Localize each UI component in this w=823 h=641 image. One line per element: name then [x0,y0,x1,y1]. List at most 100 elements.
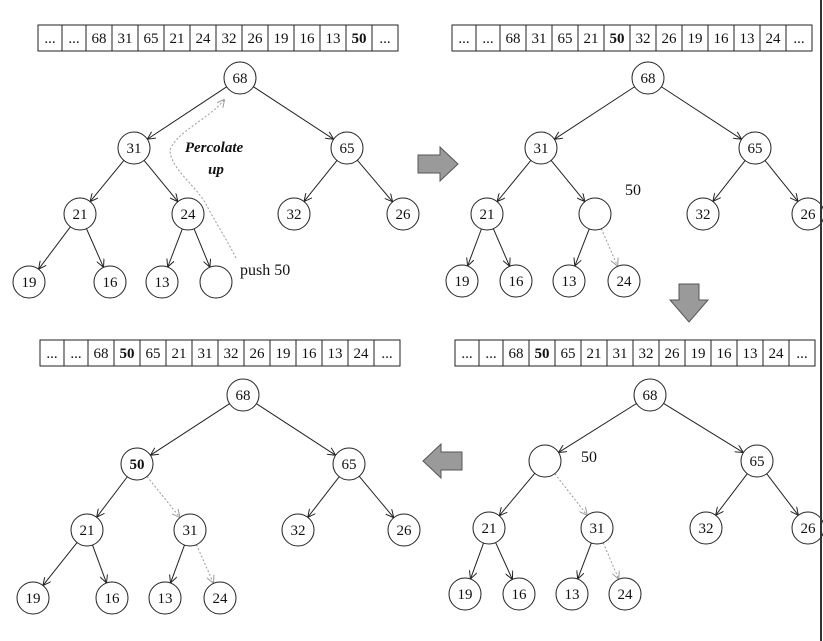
array-cell-value: 68 [94,346,109,362]
tree-node-value: 19 [26,591,41,607]
tree-edges [44,403,394,585]
tree-edge [86,228,103,267]
array-cell-value: ... [44,31,55,47]
tree-node [686,197,720,231]
array-cell-value: 50 [120,346,135,362]
tree-node [148,581,182,615]
tree-edge [253,86,332,139]
tree-edge [91,160,125,200]
tree-node [552,264,586,298]
tree-node-value: 32 [696,207,711,223]
arrow-right [417,145,459,183]
array-cell-value: 19 [274,31,289,47]
tree-edge-dashed [602,542,618,579]
array-cell [451,24,477,52]
tree-edge [143,160,177,200]
array-cell-value: 13 [328,346,343,362]
array-cell-value: ... [796,346,807,362]
tree-node-value: 65 [340,141,355,157]
tree-node-value: 13 [565,587,580,603]
tree-edges [468,86,797,266]
tree-edge [550,160,584,200]
pending-value-label: 50 [625,182,641,199]
arrow-down [668,283,710,323]
tree-node-value: 24 [618,587,634,603]
array-cell-value: 31 [532,31,547,47]
tree-node-value: 16 [509,274,525,290]
tree-node-value: 16 [512,587,528,603]
tree-edge [151,403,230,455]
tree-node [93,265,127,299]
tree-node [203,581,237,615]
array-cell [165,339,193,367]
array-cell-value: ... [379,31,390,47]
tree-edge [308,476,340,517]
tree-node-value: 26 [396,207,412,223]
tree-node-value: 68 [233,71,248,87]
tree-edge-dashed [196,544,213,583]
array-cell [319,24,347,52]
array-cell [215,24,243,52]
array-cell-value: 50 [610,31,625,47]
array-cell [655,24,683,52]
tree-node [555,577,589,611]
array-cell-value: ... [46,346,57,362]
tree-edge [578,542,592,578]
tree-edge [148,86,227,139]
tree-edge-dashed [146,476,179,516]
array-cell [139,339,167,367]
tree-node [120,447,154,481]
array-cell-value: 32 [222,31,237,47]
array-cell [759,24,787,52]
array-cell [788,339,816,367]
tree-node [738,131,772,165]
array-cell-value: ... [793,31,804,47]
array-cell [707,24,735,52]
array-cell [243,339,271,367]
array-cell [61,24,87,52]
tree-node [608,577,642,611]
tree-edge [500,472,536,515]
array-cell-value: 21 [170,31,185,47]
array-cell-value: 13 [326,31,341,47]
tree-node [330,131,364,165]
tree-edge [44,542,78,585]
tree-node [70,513,104,547]
array-cell-value: 32 [224,346,239,362]
array-cell-value: 21 [584,31,599,47]
array-cell-value: 16 [302,346,318,362]
array-cell [658,339,686,367]
tree-edge [168,228,183,266]
tree-node [791,511,823,545]
tree-node [226,378,260,412]
array-cell [554,339,582,367]
tree-edge-dashed [600,228,617,266]
array-cell [163,24,191,52]
tree-node-hole [528,444,562,478]
tree-node-hole [578,197,612,231]
array-cell-value: 31 [118,31,133,47]
tree-node-value: 65 [748,141,763,157]
tree-node [791,197,823,231]
array-cell-value: 31 [198,346,213,362]
tree-node-value: 65 [342,457,357,473]
array-cell-value: 65 [146,346,161,362]
tree-node [502,577,536,611]
tree-node [499,264,533,298]
array-cell [87,339,115,367]
tree-edge [256,403,334,455]
tree-node-value: 32 [291,523,306,539]
array-cell [577,24,605,52]
tree-node [689,511,723,545]
tree-node [173,513,207,547]
tree-edges [471,402,798,579]
tree-edge [555,86,635,139]
array-cell-value: ... [70,346,81,362]
